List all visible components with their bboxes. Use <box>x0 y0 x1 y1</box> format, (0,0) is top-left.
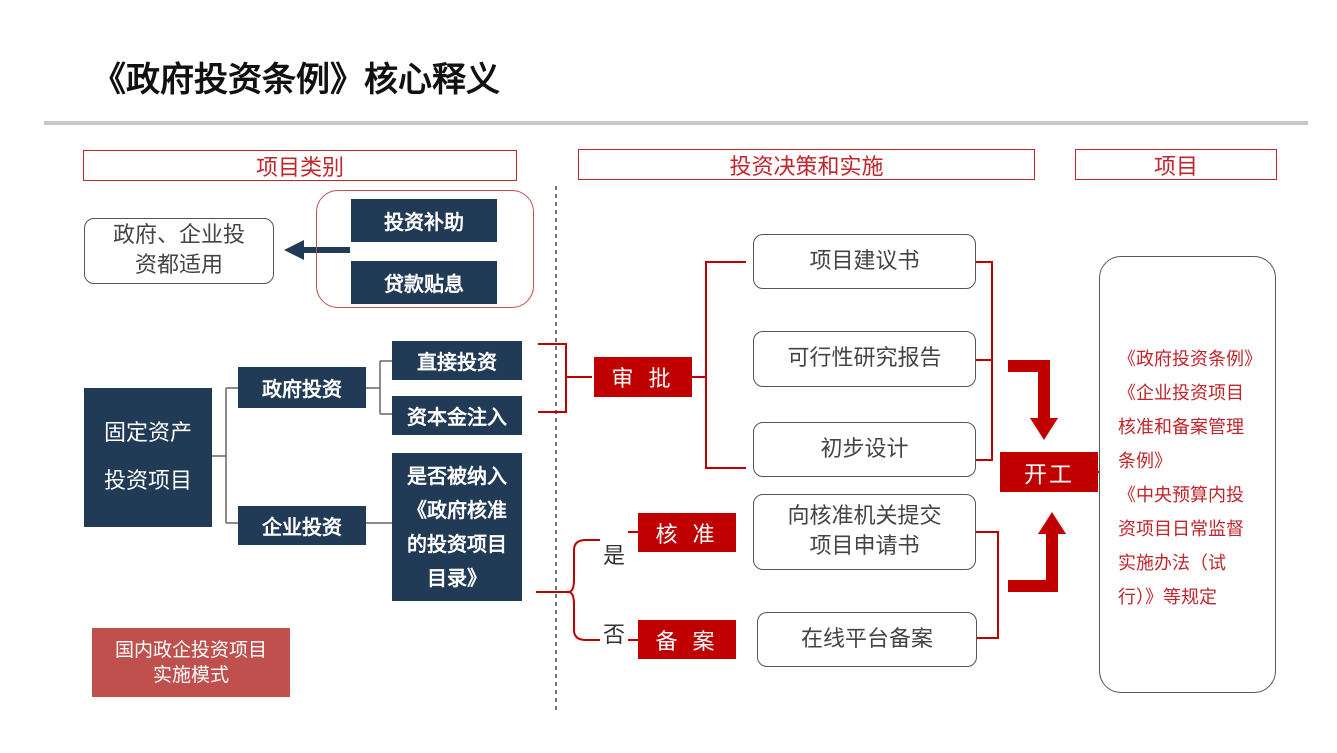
regulation-line: 核准和备案管理 <box>1118 417 1244 438</box>
regulation-line: 行）》等规定 <box>1118 587 1217 608</box>
applicable-box: 政府、企业投资都适用 <box>84 218 274 284</box>
gov-investment-box: 政府投资 <box>238 367 366 408</box>
catalog-line1: 是否被纳入 <box>407 464 507 488</box>
start-box: 开工 <box>1000 452 1098 492</box>
catalog-line3: 的投资项目 <box>407 532 507 556</box>
submit-line2: 项目申请书 <box>809 534 920 559</box>
regulation-line: 条例》 <box>1118 451 1172 472</box>
preliminary-design-box: 初步设计 <box>753 422 976 477</box>
header-project: 项目 <box>1075 149 1277 180</box>
header-category: 项目类别 <box>83 150 517 181</box>
submit-line1: 向核准机关提交 <box>787 504 942 529</box>
approval-box: 审 批 <box>594 357 692 397</box>
mode-note-line1: 国内政企投资项目 <box>114 638 267 661</box>
enterprise-investment-box: 企业投资 <box>238 506 366 545</box>
submit-application-box: 向核准机关提交 项目申请书 <box>753 494 976 570</box>
fixed-asset-box: 固定资产 投资项目 <box>84 388 212 527</box>
catalog-question-box: 是否被纳入 《政府核准 的投资项目 目录》 <box>392 453 522 601</box>
capital-injection-box: 资本金注入 <box>392 396 522 435</box>
direct-investment-box: 直接投资 <box>392 341 522 380</box>
mode-note-line2: 实施模式 <box>152 663 229 686</box>
header-decision: 投资决策和实施 <box>578 149 1035 180</box>
filing-box: 备 案 <box>638 620 736 659</box>
online-filing-box: 在线平台备案 <box>757 612 977 667</box>
subsidy-group <box>316 190 534 308</box>
regulation-line: 《企业投资项目 <box>1118 383 1244 404</box>
verification-box: 核 准 <box>638 513 736 552</box>
regulation-line: 资项目日常监督 <box>1118 519 1244 540</box>
regulation-line: 《政府投资条例》 <box>1118 349 1262 370</box>
subsidy-box: 投资补助 <box>351 199 497 242</box>
fixed-asset-line2: 投资项目 <box>103 468 192 494</box>
applicable-label: 政府、企业投资都适用 <box>112 223 245 278</box>
catalog-line4: 目录》 <box>427 566 487 590</box>
fixed-asset-line1: 固定资产 <box>103 420 192 446</box>
regulation-line: 实施办法（试 <box>1118 553 1226 574</box>
catalog-line2: 《政府核准 <box>407 498 507 522</box>
no-label: 否 <box>603 623 626 648</box>
regulations-box: 《政府投资条例》 《企业投资项目 核准和备案管理 条例》 《中央预算内投 资项目… <box>1099 256 1276 693</box>
feasibility-box: 可行性研究报告 <box>753 331 976 387</box>
loan-interest-box: 贷款贴息 <box>351 261 497 304</box>
title-divider <box>44 121 1308 125</box>
regulation-line: 《中央预算内投 <box>1118 485 1244 506</box>
proposal-box: 项目建议书 <box>753 234 976 289</box>
yes-label: 是 <box>603 544 626 569</box>
page-title: 《政府投资条例》核心释义 <box>92 60 500 100</box>
mode-note: 国内政企投资项目 实施模式 <box>92 628 290 697</box>
